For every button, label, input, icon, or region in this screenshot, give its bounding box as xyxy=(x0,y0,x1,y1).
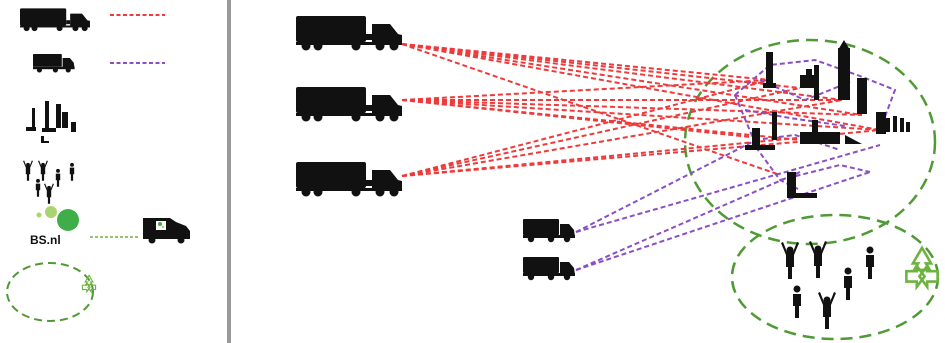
industrial-buildings xyxy=(745,40,910,198)
people-icon xyxy=(23,160,75,204)
main-diagram xyxy=(296,16,940,341)
legend-panel: BS.nl xyxy=(6,8,190,322)
legend-zone-outline xyxy=(6,262,94,322)
large-truck-2 xyxy=(296,87,402,122)
recycle-icon xyxy=(81,274,97,293)
large-truck-1 xyxy=(296,16,402,51)
brand-name: BS.nl xyxy=(30,233,61,247)
brand-logo-icon xyxy=(36,206,79,231)
recycle-icon xyxy=(905,246,939,289)
large-truck-3 xyxy=(296,162,402,197)
residents xyxy=(781,241,874,329)
small-truck-2 xyxy=(523,257,575,281)
delivery-van-icon xyxy=(143,218,190,244)
factory-icon xyxy=(26,101,76,143)
heavy-routes xyxy=(401,43,881,177)
small-truck-icon xyxy=(33,54,75,73)
small-truck-1 xyxy=(523,219,575,243)
panel-divider xyxy=(227,0,231,343)
large-truck-icon xyxy=(20,8,90,32)
